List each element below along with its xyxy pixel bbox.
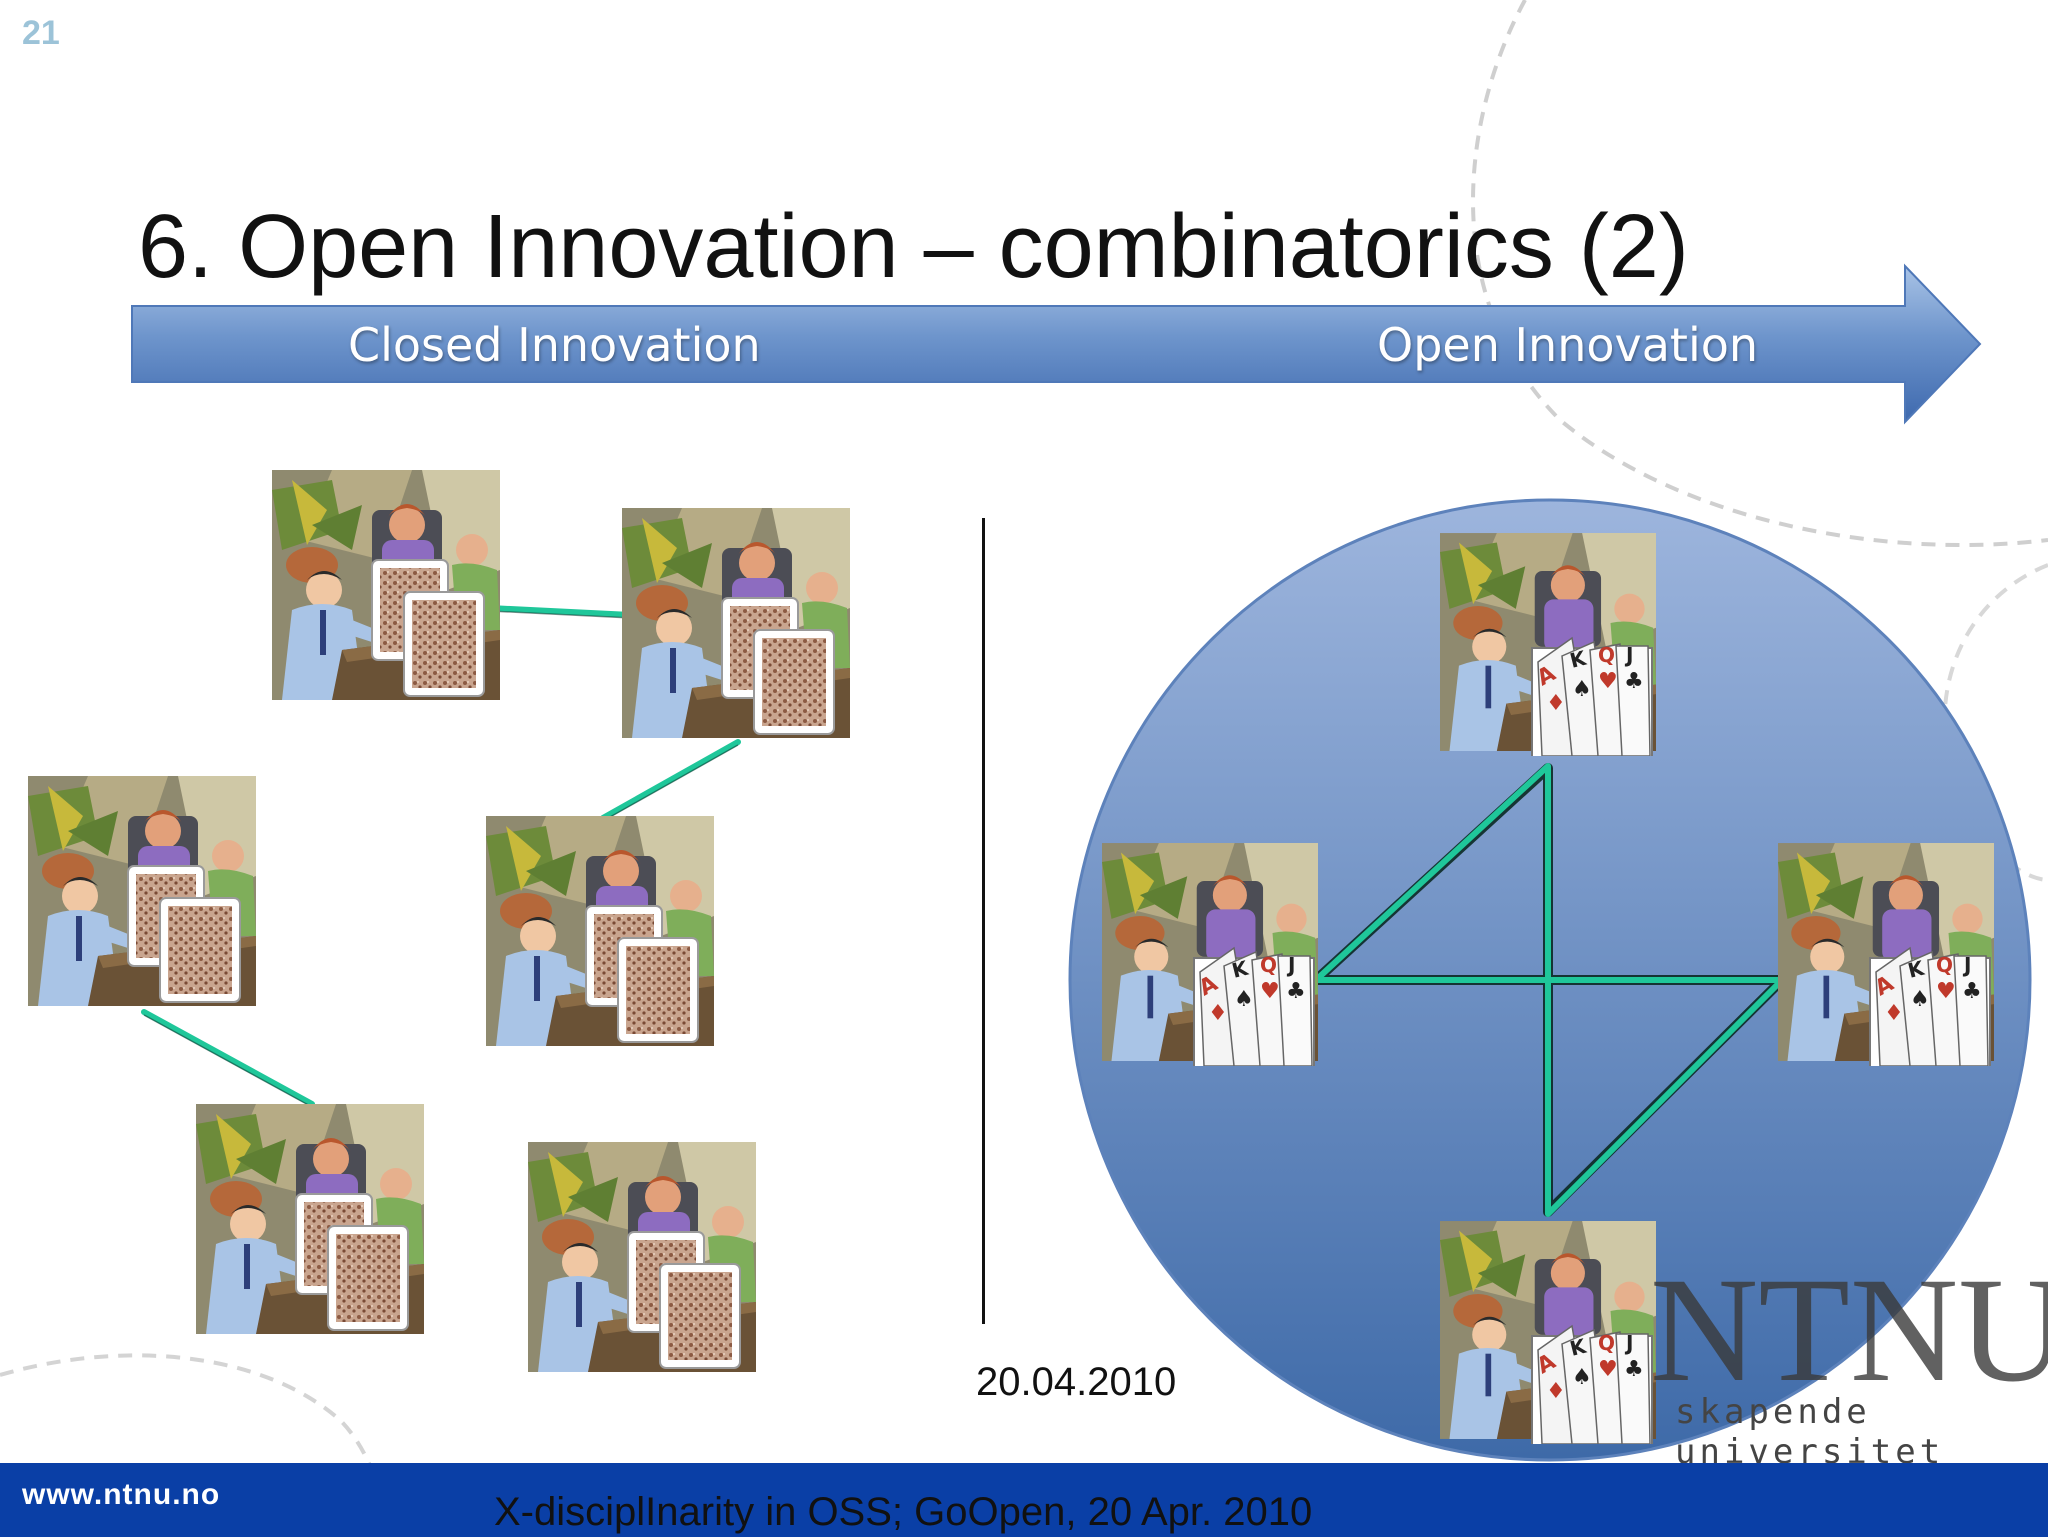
closed-innovation-links <box>141 605 741 1108</box>
office-team-illustration <box>272 470 500 700</box>
ntnu-logo: NTNU <box>1650 1247 2048 1413</box>
open-group-top <box>1440 528 1656 756</box>
open-innovation-label: Open Innovation <box>1377 318 1759 372</box>
footer-caption: X-disciplInarity in OSS; GoOpen, 20 Apr.… <box>494 1490 1313 1534</box>
closed-group-6 <box>528 1142 756 1372</box>
footer-bar <box>0 1463 2048 1537</box>
closed-group-1 <box>272 470 500 700</box>
closed-innovation-label: Closed Innovation <box>348 318 761 372</box>
office-team-illustration <box>28 776 256 1006</box>
footer-url[interactable]: www.ntnu.no <box>22 1478 221 1511</box>
office-team-illustration <box>486 816 714 1046</box>
closed-group-4 <box>486 816 714 1046</box>
ntnu-tagline: skapende universitet <box>1675 1392 1945 1472</box>
innovation-arrow <box>131 263 1982 425</box>
closed-group-2 <box>622 508 850 738</box>
closed-group-3 <box>28 776 256 1006</box>
slide-title: 6. Open Innovation – combinatorics (2) <box>138 197 1689 297</box>
closed-group-5 <box>196 1104 424 1334</box>
office-team-illustration <box>622 508 850 738</box>
office-team-with-hand-illustration <box>1440 1216 1656 1444</box>
open-group-bottom <box>1440 1216 1656 1444</box>
office-team-illustration <box>528 1142 756 1372</box>
slide-date: 20.04.2010 <box>976 1360 1177 1404</box>
slide-number: 21 <box>22 14 60 52</box>
divider-line <box>982 518 985 1324</box>
open-group-left <box>1102 838 1318 1066</box>
office-team-with-hand-illustration <box>1102 838 1318 1066</box>
office-team-illustration <box>196 1104 424 1334</box>
office-team-with-hand-illustration <box>1778 838 1994 1066</box>
open-group-right <box>1778 838 1994 1066</box>
office-team-with-hand-illustration <box>1440 528 1656 756</box>
